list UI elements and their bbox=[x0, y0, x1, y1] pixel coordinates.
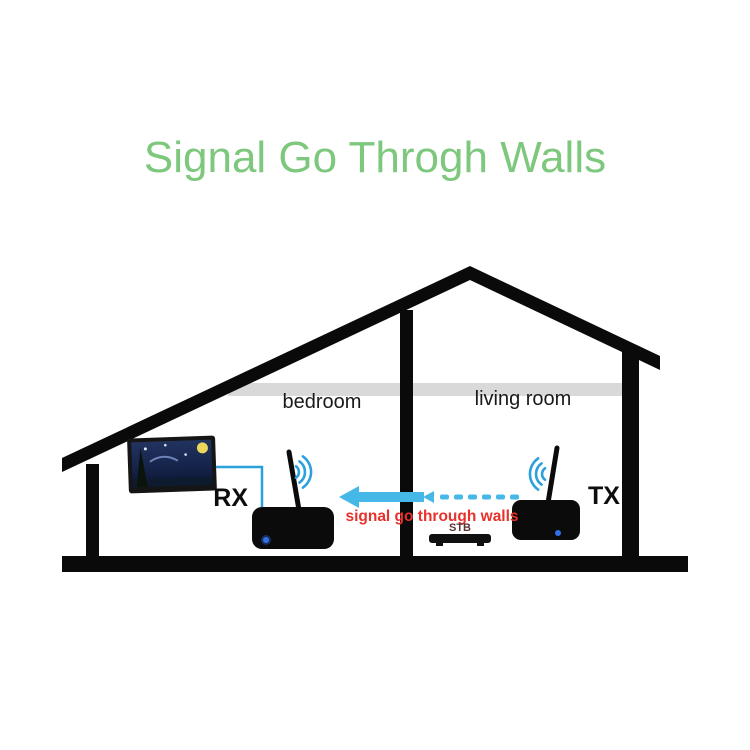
ceiling-band bbox=[228, 383, 624, 396]
stb-device bbox=[429, 534, 491, 546]
house-structure bbox=[62, 310, 688, 572]
cypress-icon bbox=[136, 448, 148, 488]
rx-led-icon bbox=[263, 537, 269, 543]
tx-label: TX bbox=[588, 482, 620, 510]
roof-left-slope bbox=[62, 266, 470, 472]
star-icon bbox=[184, 453, 187, 456]
signal-caption: signal go through walls bbox=[345, 508, 518, 525]
rx-receiver bbox=[252, 449, 334, 549]
rx-box bbox=[252, 507, 334, 549]
rx-signal-waves-icon bbox=[294, 455, 313, 489]
star-icon bbox=[143, 447, 147, 451]
left-pillar bbox=[86, 464, 99, 556]
right-wall bbox=[622, 350, 639, 556]
star-icon bbox=[164, 443, 167, 447]
tv-rx-cable bbox=[216, 465, 264, 508]
stb-body bbox=[429, 534, 491, 543]
stb-foot bbox=[436, 543, 443, 546]
tx-transmitter bbox=[512, 445, 580, 540]
floor bbox=[62, 556, 688, 572]
swirl-icon bbox=[149, 455, 179, 463]
rx-antenna-icon bbox=[286, 449, 302, 513]
moon-icon bbox=[196, 442, 208, 454]
stb-foot bbox=[477, 543, 484, 546]
roof bbox=[62, 266, 660, 472]
living-room-label: living room bbox=[475, 388, 572, 410]
bedroom-label: bedroom bbox=[283, 391, 362, 413]
roof-right-slope bbox=[470, 266, 660, 370]
tv-screen bbox=[131, 439, 213, 488]
village-strip bbox=[132, 476, 213, 488]
stb-label: STB bbox=[449, 522, 471, 534]
rx-label: RX bbox=[213, 484, 248, 512]
page-title: Signal Go Throgh Walls bbox=[144, 133, 606, 182]
tx-led-icon bbox=[555, 530, 561, 536]
tx-antenna-icon bbox=[545, 445, 560, 506]
tv bbox=[127, 435, 217, 494]
tx-box bbox=[512, 500, 580, 540]
tx-signal-waves-icon bbox=[528, 457, 547, 491]
dash-arrowhead-icon bbox=[423, 491, 434, 503]
signal-path bbox=[339, 486, 519, 508]
signal-arrow-icon bbox=[339, 486, 424, 508]
signal-dashes-icon bbox=[440, 494, 519, 500]
